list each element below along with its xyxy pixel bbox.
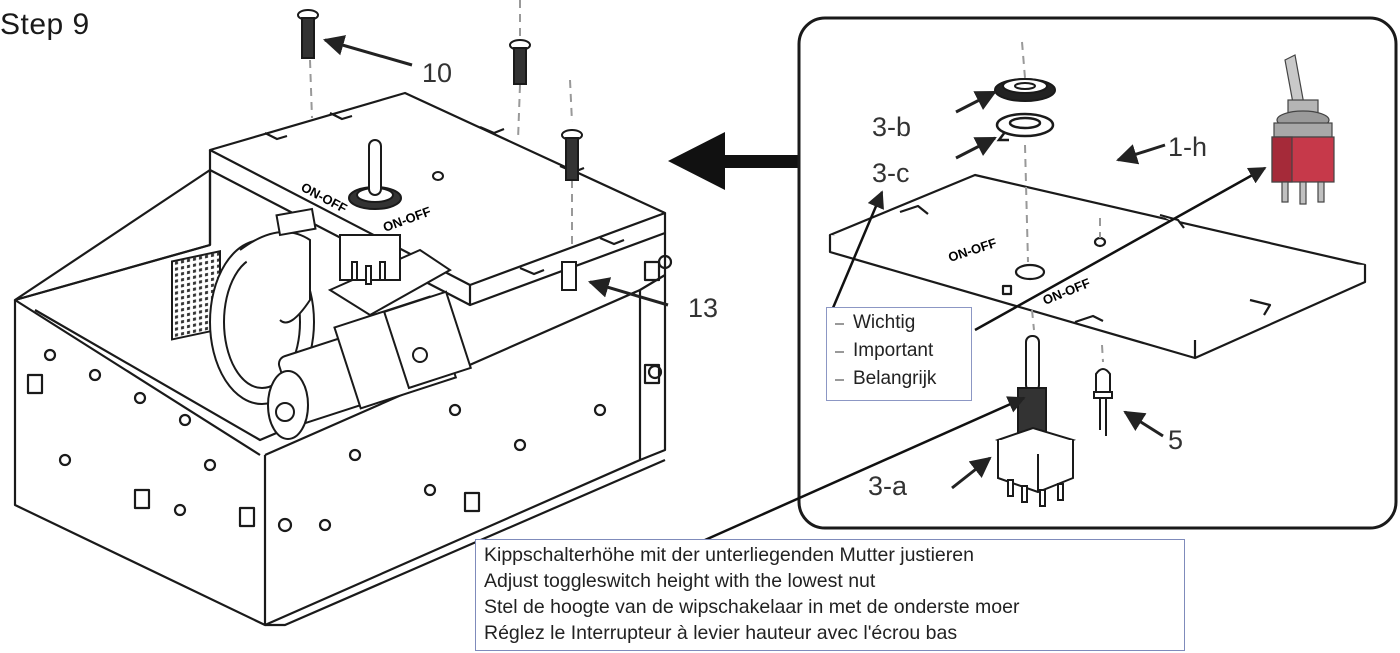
panel-arrows	[951, 90, 1166, 490]
switch-nut-part	[994, 78, 1056, 102]
label-led: 5	[1168, 425, 1184, 455]
important-note-box: Wichtig Important Belangrijk	[826, 307, 972, 401]
instruction-line-de: Kippschalterhöhe mit der unterliegenden …	[484, 544, 974, 566]
important-note-line: Wichtig	[834, 312, 915, 334]
instruction-line-fr: Réglez le Interrupteur à levier hauteur …	[484, 622, 958, 644]
instruction-line-en: Adjust toggleswitch height with the lowe…	[484, 570, 876, 592]
important-note-line: Important	[834, 340, 933, 362]
label-screw: 10	[422, 58, 453, 88]
lid-toggle-switch	[348, 139, 444, 210]
toggle-switch-photo	[1271, 54, 1335, 205]
label-panel: 1-h	[1168, 132, 1208, 162]
transfer-arrow	[668, 132, 798, 190]
label-toggle-switch: 3-a	[868, 471, 908, 501]
important-note-line: Belangrijk	[834, 368, 936, 390]
inner-mechanism	[171, 207, 473, 440]
label-switch-washer: 3-c	[872, 158, 910, 188]
led-part	[1093, 368, 1113, 436]
label-switch-nut: 3-b	[872, 112, 912, 142]
assembly-axis	[1021, 41, 1104, 363]
panel-board	[828, 173, 1367, 360]
screws	[297, 0, 583, 291]
instruction-box: Kippschalterhöhe mit der unterliegenden …	[475, 539, 1185, 651]
note-leaders	[704, 166, 1267, 542]
main-arrows	[322, 35, 669, 307]
step-title: Step 9	[0, 8, 90, 41]
switch-washer-part	[995, 112, 1055, 142]
label-bracket: 13	[688, 293, 719, 323]
box-assembly	[13, 91, 673, 627]
instruction-line-nl: Stel de hoogte van de wipschakelaar in m…	[484, 596, 1020, 618]
